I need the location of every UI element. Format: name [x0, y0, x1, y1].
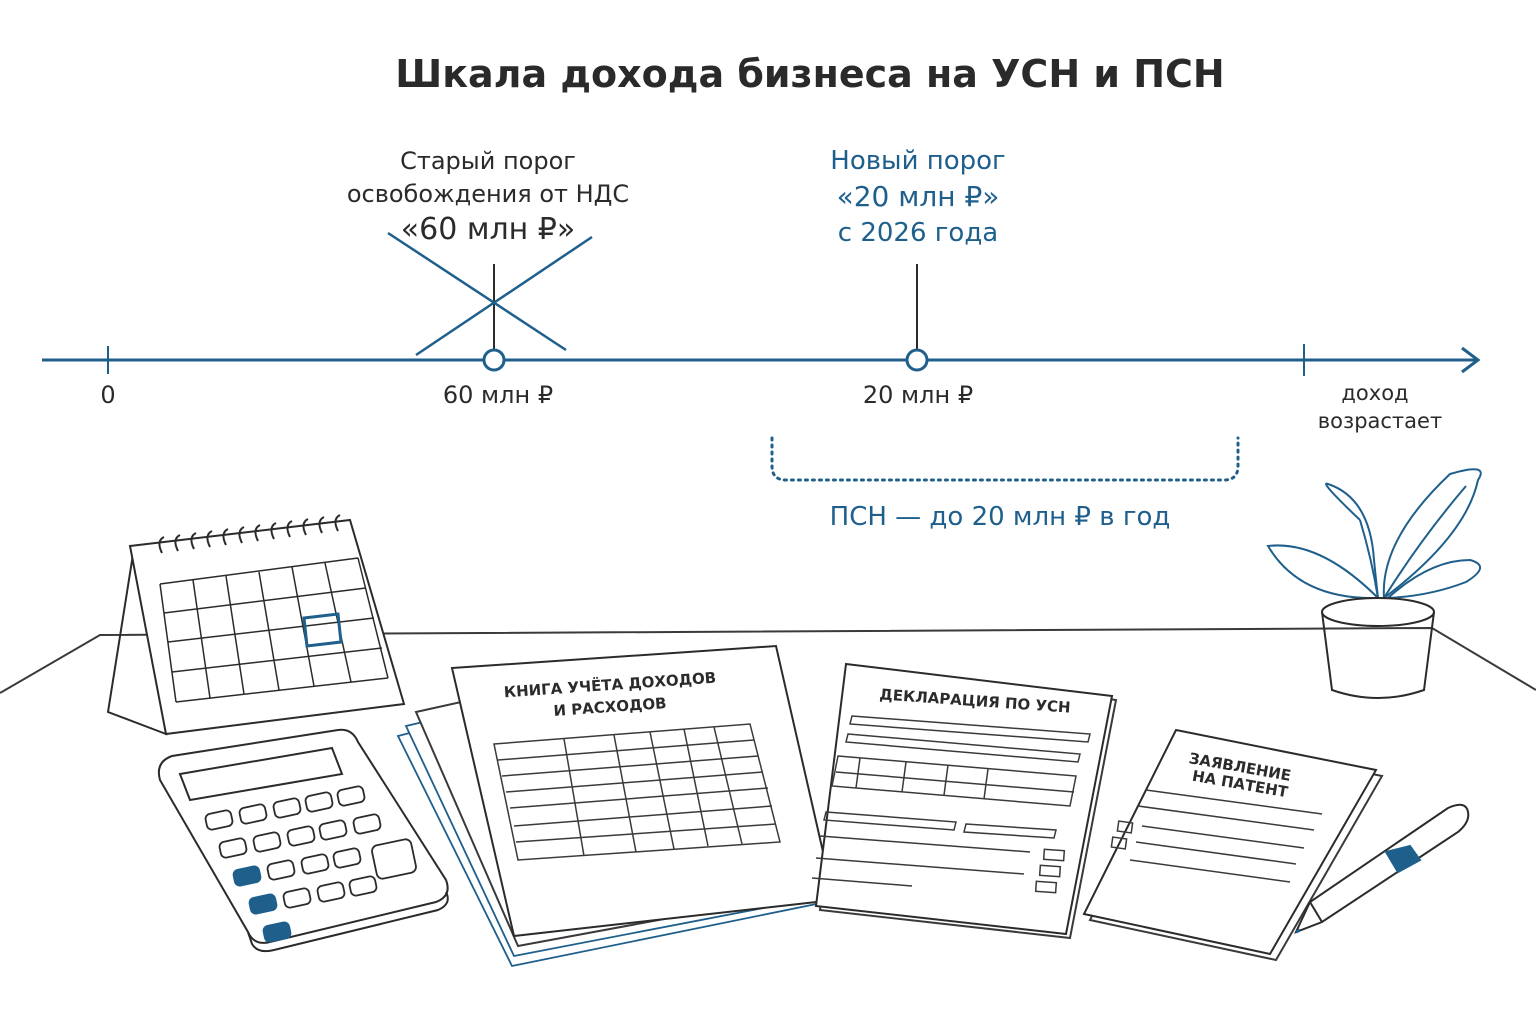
axis-end-label: доход: [1341, 381, 1409, 405]
psn-range-label: ПСН — до 20 млн ₽ в год: [829, 502, 1171, 532]
axis-end-label: возрастает: [1317, 409, 1443, 433]
calendar-icon: [106, 514, 406, 736]
new-threshold-marker: [905, 264, 929, 372]
axis-tick-old: 60 млн ₽: [442, 381, 554, 409]
calculator-icon: [157, 728, 449, 953]
plant-icon: [1266, 468, 1482, 699]
usn-declaration-document: [811, 662, 1118, 940]
page-title: Шкала дохода бизнеса на УСН и ПСН: [395, 52, 1225, 96]
patent-application-document: [1082, 728, 1384, 962]
old-threshold-label: освобождения от НДС: [346, 180, 630, 208]
new-threshold-label: Новый порог: [830, 146, 1006, 176]
pen-icon: [1294, 803, 1470, 934]
old-threshold-value: «60 млн ₽»: [400, 212, 576, 247]
timeline-axis: [42, 344, 1481, 376]
new-threshold-value: «20 млн ₽»: [836, 180, 1000, 213]
old-threshold-label: Старый порог: [400, 147, 576, 175]
psn-bracket: [770, 436, 1240, 482]
income-book-document: [396, 644, 839, 968]
desk: [0, 626, 1536, 694]
old-threshold-marker: [387, 231, 593, 372]
axis-tick-new: 20 млн ₽: [862, 381, 974, 409]
axis-tick-zero: 0: [100, 381, 116, 409]
new-threshold-year: с 2026 года: [837, 218, 999, 248]
